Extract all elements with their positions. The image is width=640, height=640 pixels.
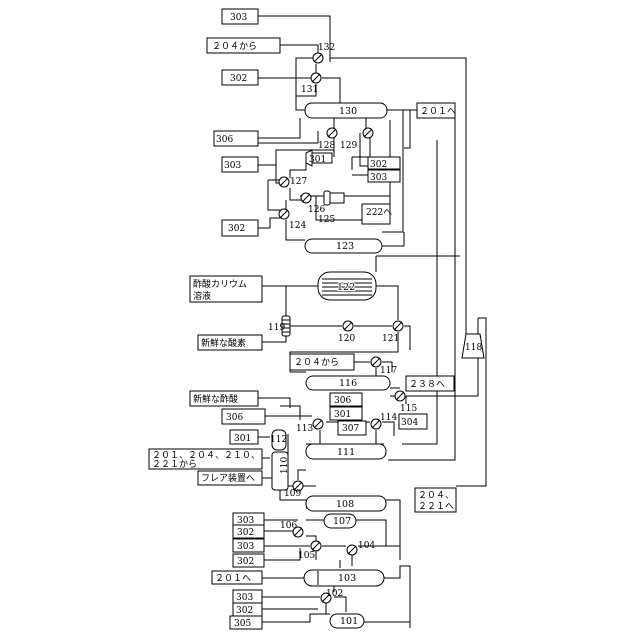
stream-boxes: 303 ２０４から 302 ２０１へ 306 303 302 303 222へ … [149,9,456,629]
exchanger-128 [327,128,337,138]
box-204-221-line2: ２２１へ [418,502,454,512]
box-303-low2: 303 [237,542,254,552]
box-306-c: 306 [334,396,351,406]
exchanger-124 [279,209,289,219]
compressor-118: 118 [462,334,484,358]
box-306-a: 306 [216,135,233,145]
reactor-122-label: 122 [337,282,355,293]
num-115: 115 [400,404,417,414]
box-306-b: 306 [226,413,243,423]
exchanger-120 [343,321,353,331]
exchanger-126 [301,193,311,203]
box-302-low2: 302 [237,557,254,567]
num-112: 112 [270,435,287,445]
vessel-130: 130 [305,103,387,118]
vessel-111-label: 111 [337,447,355,458]
box-305-bottom: 305 [234,619,251,629]
vessel-108: 108 [306,496,386,511]
box-201-he-top: ２０１へ [420,107,456,117]
num-124: 124 [289,221,306,231]
box-307: 307 [342,424,359,434]
box-204-kara-top: ２０４から [212,41,257,52]
feed-labels: 酢酸カリウム 溶液 新鮮な酸素 新鮮な酢酸 [190,276,262,406]
vessel-108-label: 108 [336,499,354,510]
num-120: 120 [338,334,355,344]
exchanger-104 [347,545,357,555]
box-303-bottom: 303 [236,593,253,603]
box-301-d: 301 [234,434,251,444]
column-110-label: 110 [280,457,290,474]
box-303-b: 303 [224,161,241,171]
exchanger-115 [395,391,405,401]
compressor-118-label: 118 [465,343,482,353]
num-102: 102 [326,589,343,599]
num-121: 121 [382,334,399,344]
num-132: 132 [318,43,335,53]
num-117: 117 [380,366,397,376]
box-222-he: 222へ [366,208,392,218]
vessel-116-label: 116 [339,378,357,389]
reactor-122: 122 [318,272,376,300]
vessel-103-label: 103 [338,573,356,584]
box-201-he-low: ２０１へ [215,574,251,584]
box-204-221-line1: ２０４、 [418,491,454,501]
num-104: 104 [358,541,375,551]
box-201-multi-line2: ２２１から [152,459,197,470]
box-302-bottom: 302 [236,606,253,616]
separator-301: 301 [306,150,332,166]
label-potassium-acetate-line1: 酢酸カリウム [193,278,247,290]
separator-301-label: 301 [309,155,326,165]
num-114: 114 [380,413,397,423]
num-126: 126 [308,205,325,215]
vessel-123-label: 123 [336,241,354,252]
num-119: 119 [268,323,285,333]
vessel-103: 103 [304,570,384,586]
box-204-kara-mid: ２０４から [294,357,339,368]
column-110: 110 [272,452,290,490]
box-238-he: ２３８へ [409,380,445,390]
vessel-111: 111 [306,444,386,459]
label-fresh-acetic-acid: 新鮮な酢酸 [193,393,238,405]
vessel-101: 101 [330,614,364,628]
vessel-116: 116 [306,376,390,390]
exchanger-121 [393,321,403,331]
num-106: 106 [280,521,297,531]
label-potassium-acetate-line2: 溶液 [193,290,211,302]
vessel-107: 107 [324,514,356,528]
exchanger-127 [279,177,289,187]
vessel-107-label: 107 [333,516,351,527]
exchanger-113 [313,419,323,429]
box-303-top: 303 [230,13,247,23]
num-113: 113 [296,424,313,434]
box-flare: フレア装置へ [201,472,255,484]
exchanger-131 [311,73,321,83]
box-302-c: 302 [228,224,245,234]
num-128: 128 [318,141,335,151]
box-302-top: 302 [230,74,247,84]
exchanger-132 [313,53,323,63]
drum-125-label: 125 [318,215,335,225]
vessel-130-label: 130 [339,106,357,117]
num-105: 105 [298,551,315,561]
exchanger-105 [311,541,321,551]
num-129: 129 [340,141,357,151]
box-301-c: 301 [334,410,351,420]
label-fresh-oxygen: 新鮮な酸素 [201,337,246,349]
box-302-right: 302 [370,160,387,170]
num-131: 131 [301,85,318,95]
box-303-right: 303 [370,173,387,183]
box-302-low1: 302 [237,528,254,538]
exchanger-129 [363,128,373,138]
vessel-101-label: 101 [340,616,358,627]
num-127: 127 [290,177,307,187]
num-109: 109 [284,489,301,499]
box-304: 304 [401,418,418,428]
vessel-123: 123 [305,239,382,253]
